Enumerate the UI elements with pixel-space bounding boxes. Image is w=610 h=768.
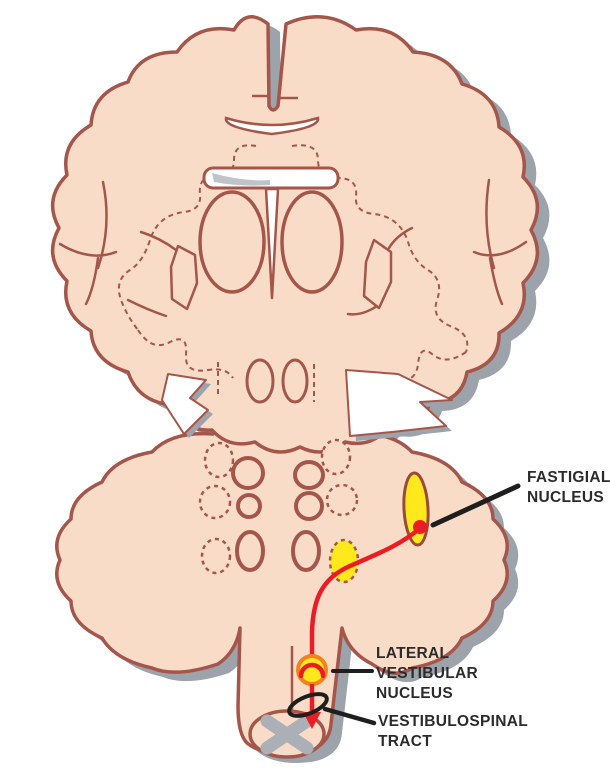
- internal-capsule-right: [362, 238, 393, 310]
- sulci-lines: [58, 178, 528, 318]
- lvn-label-line1: LATERAL: [376, 645, 449, 662]
- label-fastigial-nucleus: FASTIGIAL NUCLEUS: [527, 469, 610, 506]
- lvn-label-line2: VESTIBULAR: [376, 665, 478, 682]
- spinal-cord-section: [248, 709, 326, 759]
- callosal-sulcus: [224, 116, 320, 136]
- label-vestibulospinal-tract: VESTIBULOSPINAL TRACT: [378, 713, 528, 750]
- fastigial-label-line1: FASTIGIAL: [527, 469, 610, 486]
- cerebellar-nuclei-solid: [231, 456, 325, 572]
- thalamus-right: [280, 190, 344, 294]
- label-lateral-vestibular-nucleus: LATERAL VESTIBULAR NUCLEUS: [376, 645, 478, 702]
- spinal-gray-matter: [260, 714, 314, 755]
- midbrain-oval-right: [281, 358, 309, 404]
- fastigial-label-line2: NUCLEUS: [527, 489, 604, 506]
- midbrain-oval-left: [245, 358, 275, 404]
- longitudinal-fissure-nicks: [252, 94, 298, 100]
- vestibulospinal-pointer-line: [322, 706, 377, 726]
- third-ventricle: [264, 187, 280, 300]
- tract-lasso: [287, 692, 329, 718]
- transverse-fissure-left: [161, 373, 213, 438]
- vst-label-line1: VESTIBULOSPINAL: [378, 713, 528, 730]
- cerebellum-outline: [55, 420, 509, 756]
- thalamus-left: [198, 190, 266, 294]
- transverse-fissure-right: [345, 369, 458, 441]
- vst-label-line2: TRACT: [378, 733, 432, 750]
- cerebellar-nuclei-dashed: [198, 438, 359, 575]
- lvn-label-line3: NUCLEUS: [376, 685, 453, 702]
- fastigiovestibular-pathway: [309, 525, 423, 661]
- fastigial-pointer-line: [430, 483, 521, 528]
- synapse-loop: [298, 662, 326, 679]
- ventricle-inner-shadow: [212, 173, 270, 186]
- internal-capsule-left: [169, 244, 199, 311]
- fastigial-origin-dot: [413, 520, 427, 534]
